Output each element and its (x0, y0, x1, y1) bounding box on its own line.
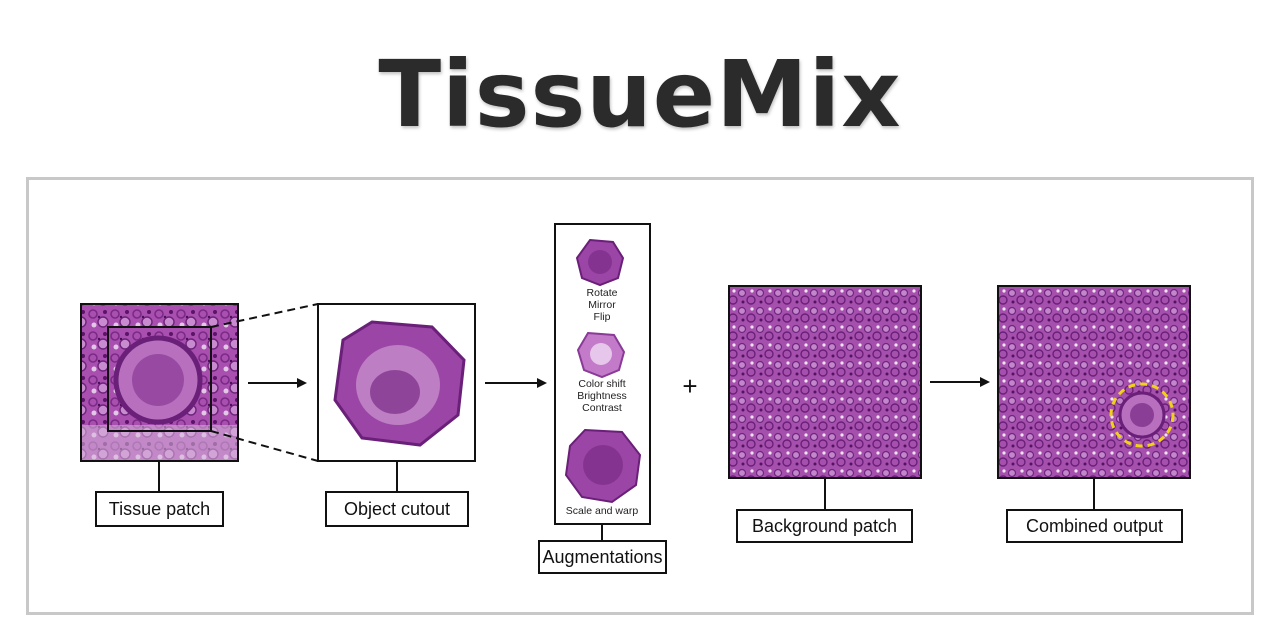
highlight-circle (1109, 382, 1175, 448)
augment-thumb-scale (564, 428, 642, 504)
label-box-background-patch (736, 509, 913, 543)
object-cutout-image (333, 320, 466, 447)
note-contrast: Contrast (582, 402, 622, 414)
augment-thumb-color (576, 331, 626, 379)
augment-thumb-rotate (575, 238, 625, 287)
label-box-tissue-patch (95, 491, 224, 527)
background-patch-image (728, 285, 922, 479)
tissue-patch-selection-box (107, 326, 212, 432)
note-flip: Flip (594, 311, 611, 323)
label-tissue-patch: Tissue patch (109, 499, 210, 519)
label-background-patch: Background patch (752, 516, 897, 536)
label-box-augmentations (538, 540, 667, 574)
page-title: TissueMix (378, 41, 902, 148)
note-brightness: Brightness (577, 390, 627, 402)
note-mirror: Mirror (588, 299, 616, 311)
label-box-combined-output (1006, 509, 1183, 543)
combined-output-image (997, 285, 1191, 479)
label-augmentations: Augmentations (542, 547, 662, 567)
label-object-cutout: Object cutout (344, 499, 450, 519)
label-combined-output: Combined output (1026, 516, 1163, 536)
zoom-connector-bottom (210, 430, 319, 462)
label-box-object-cutout (325, 491, 469, 527)
note-rotate: Rotate (587, 287, 618, 299)
note-scale-warp: Scale and warp (566, 505, 639, 517)
plus-operator: + (682, 371, 697, 401)
zoom-connector-top (210, 303, 319, 328)
note-color-shift: Color shift (578, 378, 625, 390)
